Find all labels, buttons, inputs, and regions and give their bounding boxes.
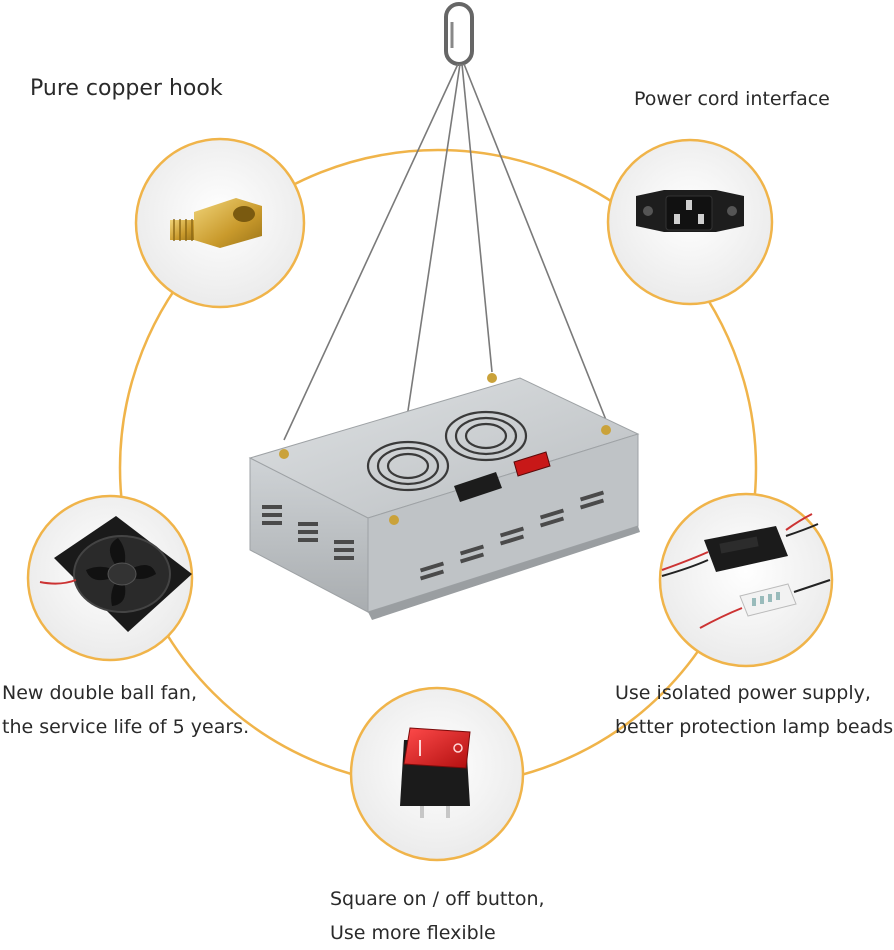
bubble-fan <box>26 494 194 662</box>
hook-label: Pure copper hook <box>30 76 223 101</box>
power-cord-label: Power cord interface <box>634 88 830 110</box>
brass-hook-icon <box>170 198 262 248</box>
bubble-power-supply <box>658 492 834 668</box>
power-supply-label-line2: better protection lamp beads. <box>615 716 894 738</box>
fan-label-line1: New double ball fan, <box>2 682 197 704</box>
cooling-fan-icon <box>39 516 192 632</box>
iec-socket-icon <box>636 190 744 232</box>
led-driver-icon <box>661 513 831 629</box>
rocker-switch-icon <box>400 727 471 818</box>
bubble-switch <box>349 686 525 862</box>
switch-label-line2: Use more flexible <box>330 922 496 944</box>
fan-label-line2: the service life of 5 years. <box>2 716 250 738</box>
switch-label-line1: Square on / off button, <box>330 888 545 910</box>
carabiner-icon <box>444 2 474 66</box>
power-supply-label-line1: Use isolated power supply, <box>615 682 871 704</box>
switch-label: Square on / off button, Use more flexibl… <box>330 882 545 950</box>
bubble-power-cord <box>606 138 774 306</box>
bubble-hook <box>134 137 306 309</box>
power-supply-label: Use isolated power supply, better protec… <box>615 676 894 744</box>
led-panel-housing <box>248 373 640 620</box>
fan-label: New double ball fan, the service life of… <box>2 676 249 744</box>
